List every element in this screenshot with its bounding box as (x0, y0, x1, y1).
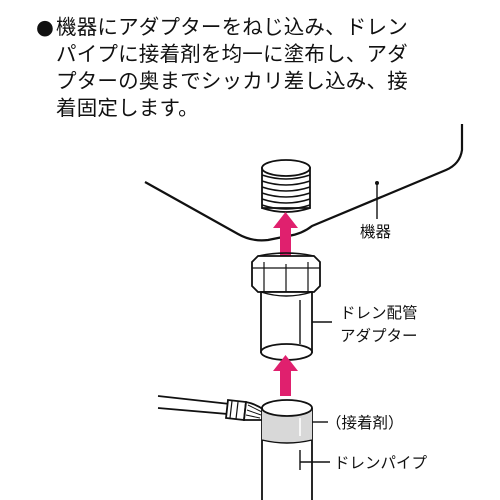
instruction-line-3: プターの奥までシッカリ差し込み、接 (56, 69, 408, 93)
drain-pipe (261, 399, 313, 500)
adhesive-brush (157, 395, 265, 421)
adapter-label-line2: アダプター (340, 327, 418, 345)
arrow-up-lower-icon (273, 355, 298, 396)
instruction-text: ●機器にアダプターをねじ込み、ドレン パイプに接着剤を均一に塗布し、アダ プター… (36, 14, 476, 122)
instruction-line-4: 着固定します。 (56, 96, 199, 120)
threaded-nipple (261, 159, 311, 213)
equipment-leader-dot (375, 181, 379, 185)
instruction-line-2: パイプに接着剤を均一に塗布し、アダ (56, 42, 408, 66)
equipment-label: 機器 (360, 223, 392, 241)
instruction-line-1: ●機器にアダプターをねじ込み、ドレン (36, 15, 408, 39)
arrow-up-upper-icon (273, 212, 298, 256)
adapter-label-line1: ドレン配管 (340, 304, 418, 322)
adhesive-label: （接着剤） (326, 414, 404, 432)
drain-pipe-label: ドレンパイプ (334, 454, 428, 472)
bullet-icon: ● (36, 15, 55, 39)
equipment-outline (144, 124, 464, 242)
drain-adapter (251, 252, 321, 361)
